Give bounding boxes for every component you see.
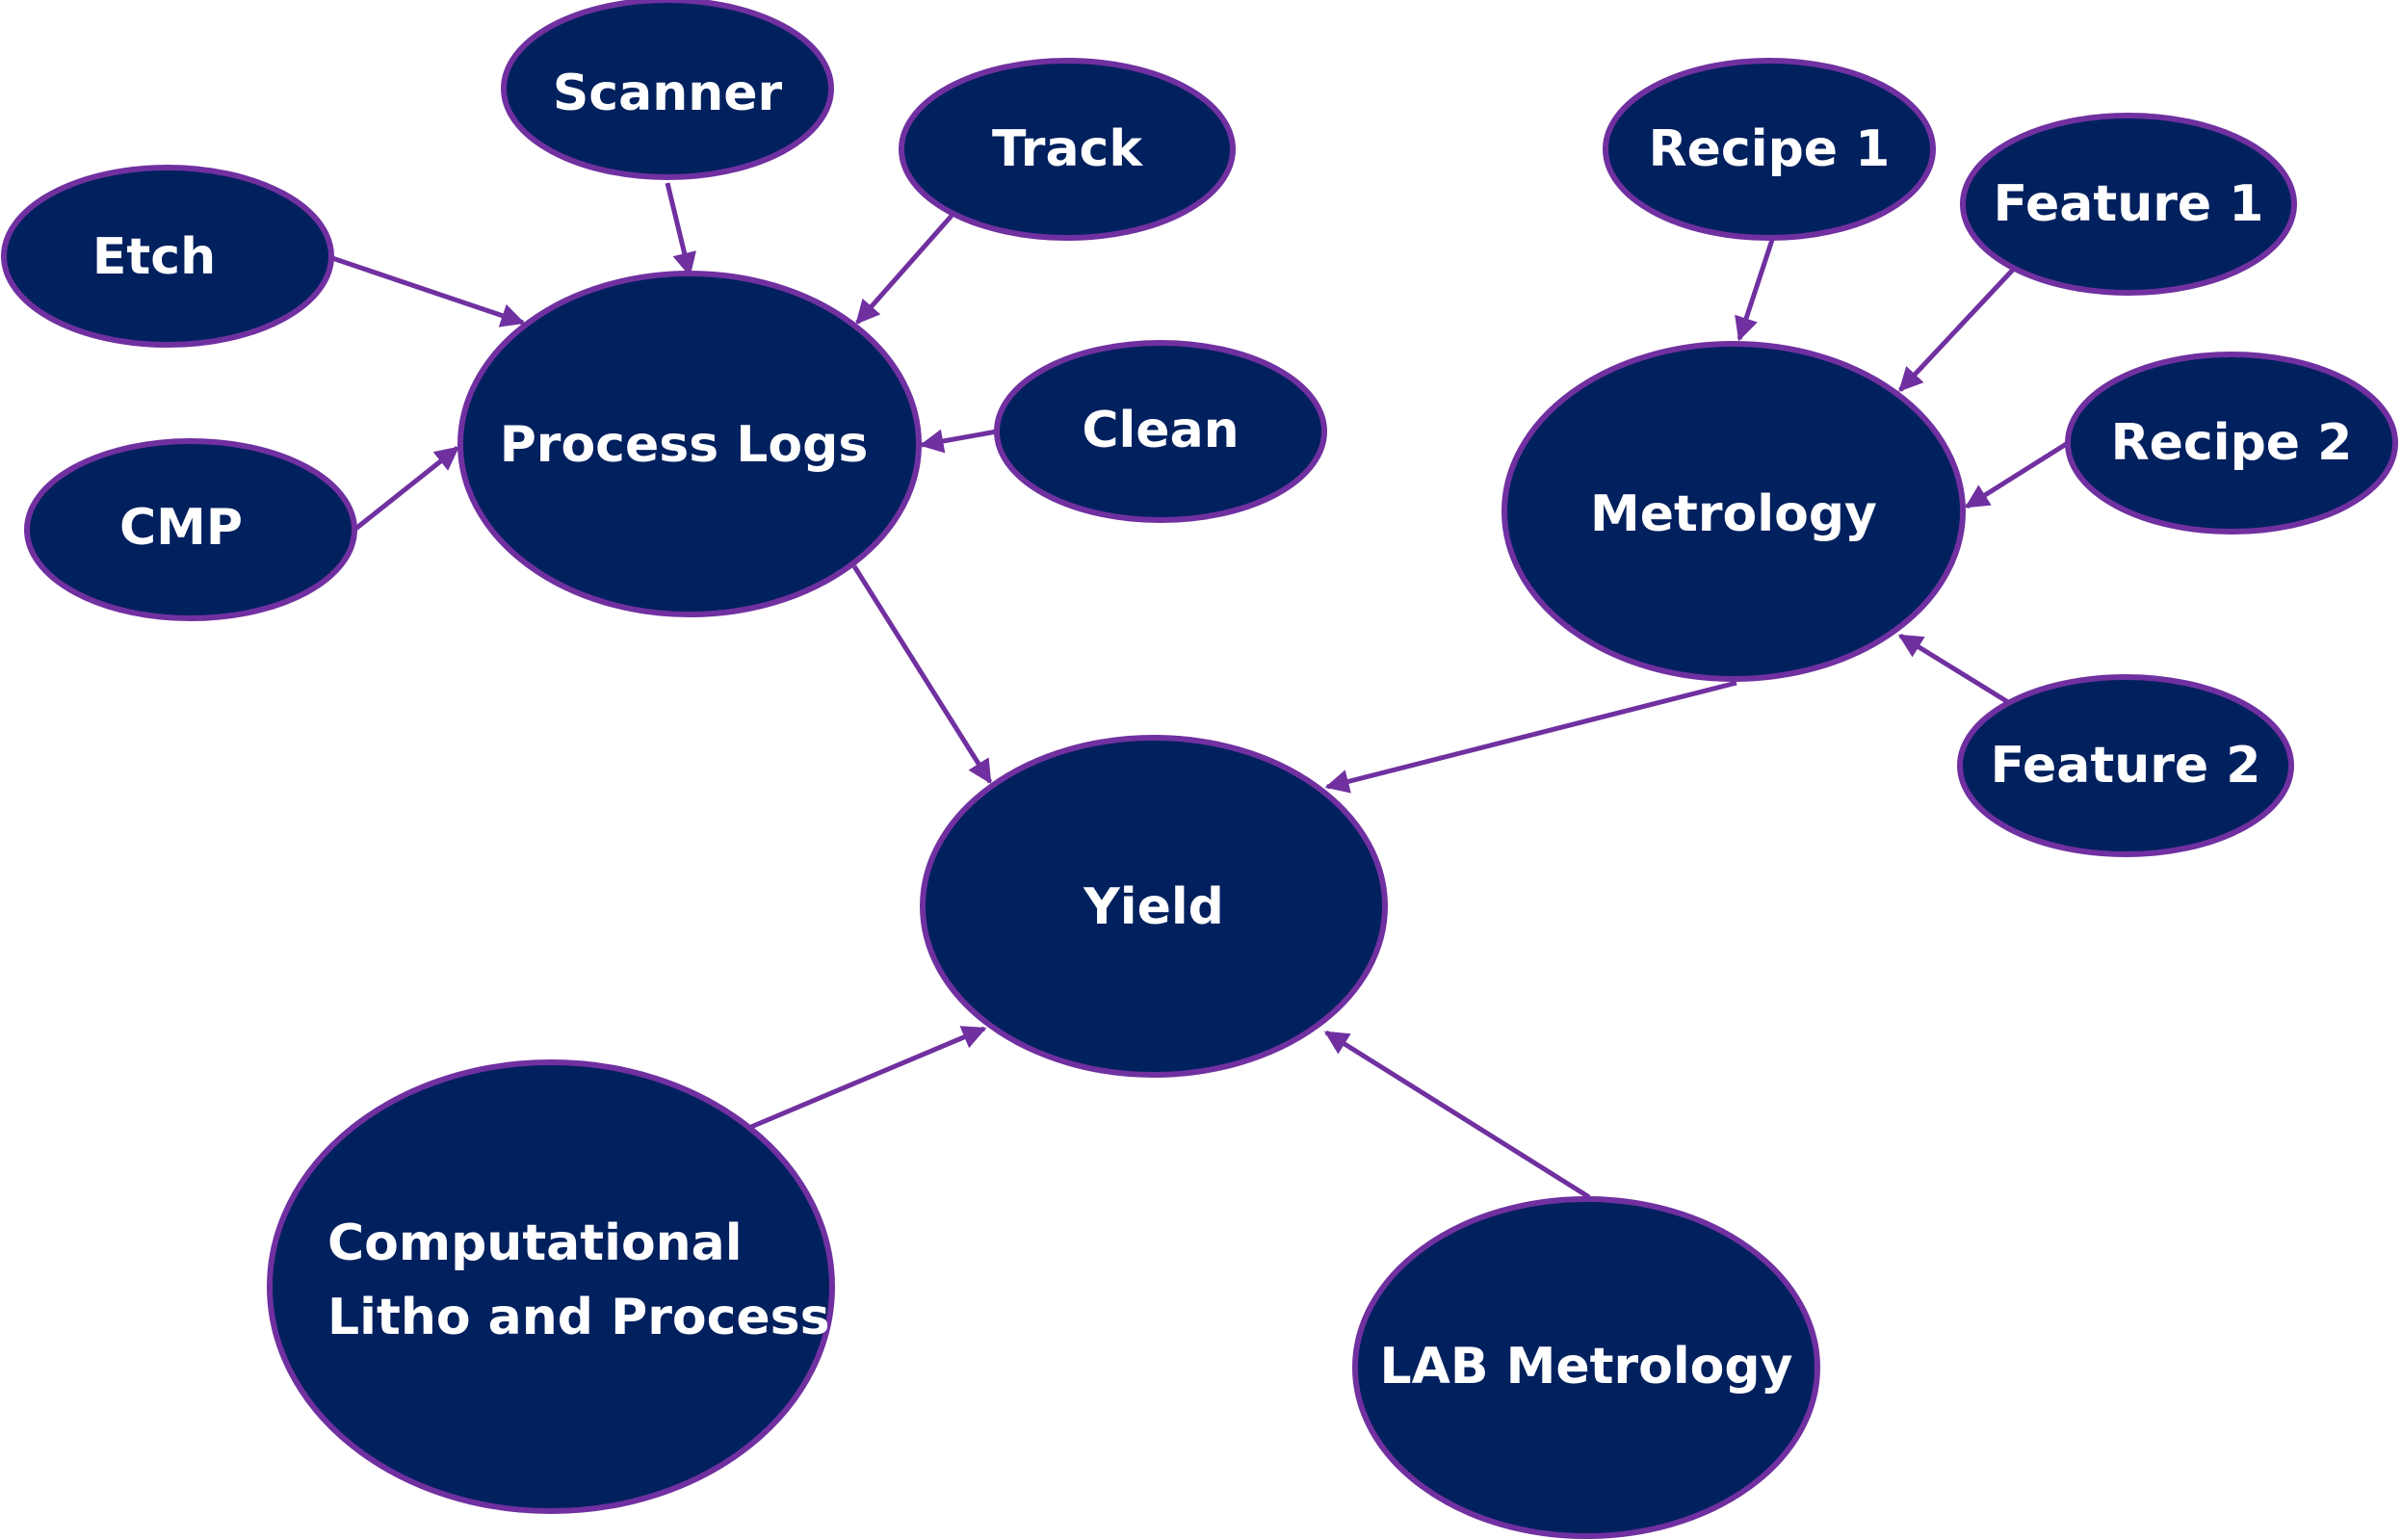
node-etch-label: Etch [92,228,216,286]
node-feature2: Feature 2 [1957,674,2294,857]
node-feature1-shape [1960,113,2297,296]
node-feature1-label: Feature 1 [1994,175,2264,233]
node-track: Track [899,58,1236,241]
node-scanner: Scanner [501,0,834,180]
node-clean-label: Clean [1082,402,1239,459]
node-recipe1-shape [1603,58,1936,241]
node-lab-metrology-shape [1352,1196,1820,1539]
node-recipe2: Recipe 2 [2065,352,2398,535]
node-computational-litho-label-line1: Computational [327,1214,743,1272]
edge-metrology-to-yield [1324,680,1737,794]
edge-scanner-to-process-logs [665,182,696,277]
node-clean: Clean [994,340,1327,523]
node-yield: Yield [920,735,1388,1078]
node-track-shape [899,58,1236,241]
edge-track-to-process-logs [855,214,953,325]
node-clean-shape [994,340,1327,523]
edge-process-logs-to-yield [851,564,993,785]
node-metrology-label: Metrology [1590,485,1877,543]
node-process-logs-label: Process Logs [500,416,869,474]
node-cmp: CMP [24,438,357,621]
node-track-label: Track [992,120,1143,178]
node-etch: Etch [1,165,334,348]
edge-recipe2-to-metrology [1964,440,2070,509]
node-recipe2-shape [2065,352,2398,535]
node-computational-litho-shape [267,1059,835,1514]
edge-etch-to-process-logs [331,255,526,327]
edges [331,182,2070,1200]
node-lab-metrology-label: LAB Metrology [1379,1338,1792,1396]
node-scanner-label: Scanner [553,65,783,122]
node-cmp-shape [24,438,357,621]
node-process-logs-shape [457,271,922,617]
edge-feature1-to-metrology [1898,268,2015,392]
node-yield-label: Yield [1083,878,1224,936]
node-scanner-shape [501,0,834,180]
node-recipe1: Recipe 1 [1603,58,1936,241]
node-lab-metrology: LAB Metrology [1352,1196,1820,1539]
node-feature2-shape [1957,674,2294,857]
node-feature1: Feature 1 [1960,113,2297,296]
node-cmp-label: CMP [119,499,243,557]
edge-clean-to-process-logs [919,429,998,454]
node-computational-litho-label-line2: Litho and Process [327,1289,830,1346]
node-etch-shape [1,165,334,348]
edge-recipe1-to-metrology [1735,236,1776,342]
node-yield-shape [920,735,1388,1078]
edge-cmp-to-process-logs [352,446,459,532]
node-feature2-label: Feature 2 [1991,737,2261,795]
node-process-logs: Process Logs [457,271,922,617]
node-metrology: Metrology [1501,341,1966,682]
edge-feature2-to-metrology [1897,633,2010,705]
node-recipe1-label: Recipe 1 [1649,120,1891,178]
edge-computational-litho-to-yield [750,1026,987,1130]
edge-lab-metrology-to-yield [1323,1030,1591,1200]
node-recipe2-label: Recipe 2 [2111,414,2353,472]
node-metrology-shape [1501,341,1966,682]
node-computational-litho: Computational Litho and Process [267,1059,835,1514]
